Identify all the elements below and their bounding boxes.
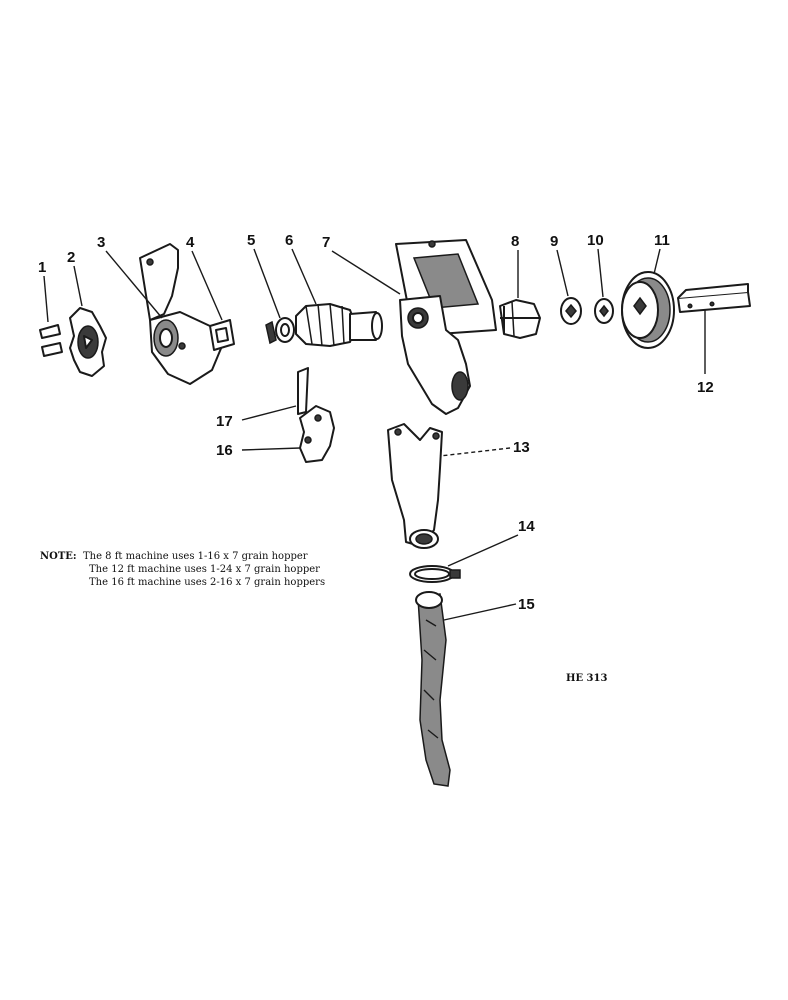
part-15-seed-tube bbox=[415, 591, 451, 787]
callout-13: 13 bbox=[513, 439, 530, 456]
part-17-plate bbox=[297, 367, 309, 415]
callout-16: 16 bbox=[216, 442, 233, 459]
part-12-square-shaft bbox=[677, 283, 751, 313]
callout-8: 8 bbox=[511, 233, 519, 250]
callout-14: 14 bbox=[518, 518, 535, 535]
callout-15: 15 bbox=[518, 596, 535, 613]
part-3-cover-bracket bbox=[139, 243, 223, 385]
hopper-note: NOTE: The 8 ft machine uses 1-16 x 7 gra… bbox=[40, 550, 325, 589]
part-8-bearing bbox=[499, 299, 541, 339]
note-line-2: The 12 ft machine uses 1-24 x 7 grain ho… bbox=[89, 564, 320, 575]
part-10-washer bbox=[594, 298, 614, 324]
callout-7: 7 bbox=[322, 234, 330, 251]
part-4-square-gasket bbox=[209, 319, 235, 351]
callout-9: 9 bbox=[550, 233, 558, 250]
part-2-feed-gear bbox=[69, 307, 107, 377]
note-label: NOTE: bbox=[40, 551, 77, 562]
note-line-3: The 16 ft machine uses 2-16 x 7 grain ho… bbox=[89, 577, 326, 588]
note-line-1: The 8 ft machine uses 1-16 x 7 grain hop… bbox=[82, 551, 308, 562]
part-9-washer bbox=[560, 297, 582, 325]
callout-17: 17 bbox=[216, 413, 233, 430]
callout-4: 4 bbox=[186, 234, 195, 251]
callout-11: 11 bbox=[654, 232, 670, 249]
part-13-seed-tube-bracket bbox=[387, 423, 443, 549]
part-5-pin-washer bbox=[265, 317, 295, 345]
part-14-hose-clamp bbox=[409, 565, 461, 583]
part-16-gate bbox=[299, 405, 335, 463]
part-7-feed-cup-housing bbox=[395, 239, 497, 415]
callout-12: 12 bbox=[697, 379, 714, 396]
callout-2: 2 bbox=[67, 249, 75, 266]
part-6-feed-roll bbox=[295, 303, 383, 347]
figure-code: HE 313 bbox=[566, 673, 608, 684]
callout-5: 5 bbox=[247, 232, 255, 249]
callout-6: 6 bbox=[285, 232, 293, 249]
part-11-pulley bbox=[621, 271, 675, 349]
part-1-clips bbox=[39, 324, 63, 357]
callout-3: 3 bbox=[97, 234, 105, 251]
callout-10: 10 bbox=[587, 232, 604, 249]
callout-1: 1 bbox=[38, 259, 46, 276]
